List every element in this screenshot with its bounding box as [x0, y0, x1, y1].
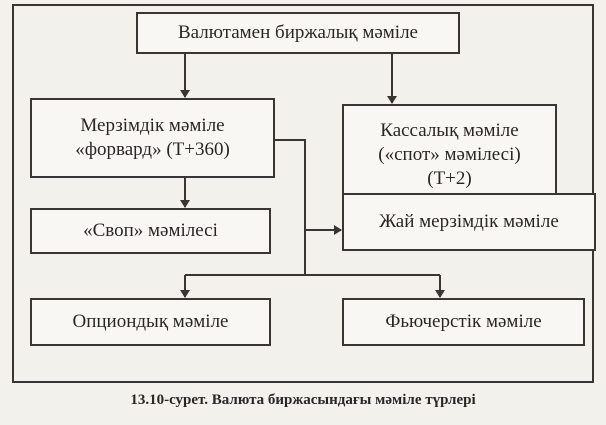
futures-label: Фьючерстік мәміле: [385, 311, 542, 332]
spot-box: Кассалық мәміле («спот» мәмілесі) (Т+2): [342, 104, 557, 205]
root-label: Валютамен биржалық мәміле: [177, 22, 418, 43]
spot-line3: (Т+2): [427, 167, 472, 189]
futures-box: Фьючерстік мәміле: [342, 298, 585, 346]
forward-box: Мерзімдік мәміле «форвард» (Т+360): [30, 98, 275, 178]
line-forward-branch: [274, 139, 306, 275]
swap-label: «Своп» мәмілесі: [83, 220, 218, 241]
simple-term-box: Жай мерзімдік мәміле: [342, 193, 596, 251]
spot-line2: («спот» мәмілесі): [378, 143, 521, 165]
figure-caption: 13.10-сурет. Валюта биржасындағы мәміле …: [130, 392, 476, 408]
option-box: Опциондық мәміле: [30, 298, 271, 346]
swap-box: «Своп» мәмілесі: [30, 208, 271, 254]
simple-term-label: Жай мерзімдік мәміле: [379, 211, 559, 232]
forward-line1: Мерзімдік мәміле: [80, 115, 225, 136]
option-label: Опциондық мәміле: [72, 311, 229, 332]
spot-line1: Кассалық мәміле: [380, 119, 519, 141]
forward-line2: «форвард» (Т+360): [75, 139, 230, 160]
root-box: Валютамен биржалық мәміле: [136, 12, 460, 54]
